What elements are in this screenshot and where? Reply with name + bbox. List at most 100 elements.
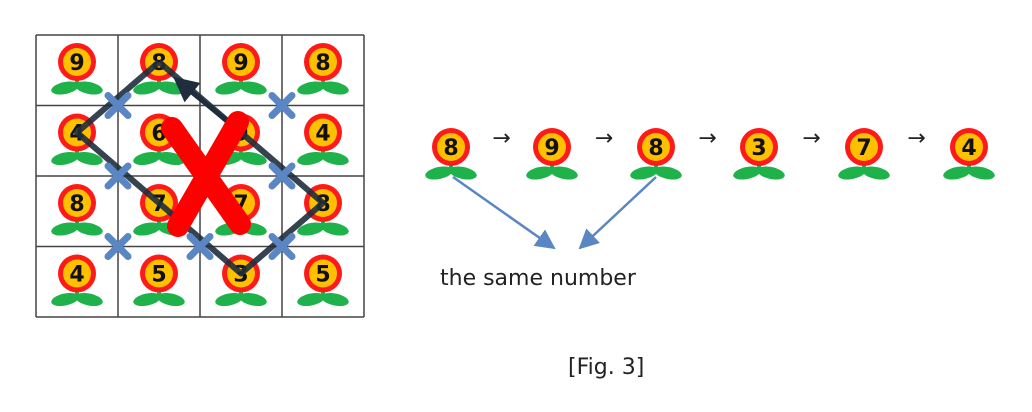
- flower-center-icon: [309, 48, 337, 76]
- leaf-left-icon: [838, 166, 866, 180]
- stem-icon: [75, 219, 79, 229]
- flower-number: 8: [648, 136, 663, 161]
- flower-number: 5: [151, 263, 166, 288]
- sequence-arrow-icon: →: [802, 126, 820, 151]
- flower-center-icon: [227, 48, 255, 76]
- flower-sequence: 8→9→8→3→7→4: [425, 126, 995, 180]
- flower-number: 9: [544, 136, 559, 161]
- leaf-left-icon: [51, 151, 79, 166]
- flower-center-icon: [309, 259, 337, 288]
- blocked-cross-icon: [268, 233, 296, 260]
- flower-number: 3: [751, 136, 766, 161]
- stem-icon: [75, 148, 79, 159]
- flower-number: 4: [315, 122, 330, 147]
- sequence-flower-1: 9: [526, 128, 578, 180]
- leaf-left-icon: [297, 81, 325, 95]
- grid-cell-r0-c0: 9: [51, 43, 103, 95]
- blocked-cross-icon: [268, 92, 296, 119]
- same-number-annotation: [452, 175, 657, 250]
- flower-center-icon: [850, 133, 878, 161]
- annotation-label: the same number: [440, 266, 637, 291]
- leaf-left-icon: [215, 292, 243, 307]
- flower-number: 9: [69, 51, 84, 76]
- leaf-left-icon: [297, 151, 325, 166]
- flower-center-icon: [437, 133, 465, 161]
- leaf-right-icon: [75, 222, 103, 236]
- stem-icon: [239, 78, 243, 88]
- leaf-right-icon: [157, 292, 185, 307]
- grid-cell-r3-c1: 5: [133, 254, 185, 307]
- leaf-right-icon: [321, 222, 349, 236]
- leaf-left-icon: [943, 166, 971, 180]
- blocked-cross-icon: [186, 233, 214, 260]
- blocked-cross-icon: [268, 162, 296, 190]
- stem-icon: [321, 78, 325, 88]
- flower-number: 7: [856, 136, 871, 161]
- stem-icon: [157, 148, 161, 159]
- leaf-left-icon: [51, 292, 79, 307]
- leaf-left-icon: [51, 81, 79, 95]
- annotation-arrow: [578, 176, 657, 250]
- flower-center-icon: [745, 133, 773, 161]
- flower-number: 5: [315, 263, 330, 288]
- leaf-right-icon: [239, 81, 267, 95]
- flower-number: 4: [69, 263, 84, 288]
- flower-number: 8: [443, 136, 458, 161]
- flower-center-icon: [955, 133, 983, 161]
- leaf-left-icon: [215, 81, 243, 95]
- leaf-right-icon: [239, 151, 267, 166]
- leaf-left-icon: [133, 292, 161, 307]
- stem-icon: [157, 78, 161, 88]
- grid-cell-r0-c3: 8: [297, 43, 349, 95]
- leaf-left-icon: [51, 222, 79, 236]
- leaf-left-icon: [630, 166, 658, 180]
- flower-grid: 9898469487784535: [35, 34, 365, 318]
- sequence-arrow-icon: →: [698, 126, 716, 151]
- stem-icon: [550, 163, 554, 173]
- stem-icon: [757, 163, 761, 173]
- leaf-left-icon: [526, 166, 554, 180]
- stem-icon: [157, 219, 161, 229]
- leaf-right-icon: [321, 292, 349, 307]
- stem-icon: [321, 289, 325, 300]
- flower-center-icon: [63, 189, 91, 217]
- flower-number: 4: [961, 136, 976, 161]
- big-x-mark: [161, 111, 251, 237]
- stem-icon: [239, 148, 243, 159]
- stem-icon: [321, 219, 325, 229]
- grid-cell-r3-c3: 5: [297, 254, 349, 307]
- leaf-right-icon: [757, 166, 785, 180]
- annotation-arrow: [452, 175, 556, 250]
- leaf-left-icon: [297, 222, 325, 236]
- leaf-right-icon: [75, 151, 103, 166]
- blocked-cross-icon: [104, 233, 132, 260]
- flower-center-icon: [63, 259, 91, 288]
- leaf-left-icon: [297, 292, 325, 307]
- leaf-right-icon: [75, 292, 103, 307]
- sequence-arrow-icon: →: [595, 126, 613, 151]
- leaf-right-icon: [449, 166, 477, 180]
- leaf-left-icon: [133, 222, 161, 236]
- grid-cell-r2-c3: 8: [297, 184, 349, 236]
- flower-center-icon: [642, 133, 670, 161]
- big-x-icon: [161, 111, 251, 237]
- sequence-flower-4: 7: [838, 128, 890, 180]
- sequence-flower-5: 4: [943, 128, 995, 180]
- stem-icon: [967, 163, 971, 173]
- sequence-arrow-icon: →: [907, 126, 925, 151]
- sequence-flower-3: 3: [733, 128, 785, 180]
- grid-cell-r3-c2: 3: [215, 254, 267, 307]
- figure-caption: [Fig. 3]: [568, 355, 644, 380]
- flower-center-icon: [145, 259, 173, 288]
- grid-cell-r0-c2: 9: [215, 43, 267, 95]
- sequence-flower-2: 8: [630, 128, 682, 180]
- leaf-right-icon: [321, 151, 349, 166]
- leaf-left-icon: [733, 166, 761, 180]
- grid-cell-r1-c0: 4: [51, 113, 103, 166]
- flower-number: 9: [233, 51, 248, 76]
- grid-cell-r2-c0: 8: [51, 184, 103, 236]
- grid-cell-r0-c1: 8: [133, 43, 185, 95]
- flower-center-icon: [309, 118, 337, 147]
- blocked-cross-icon: [104, 162, 132, 190]
